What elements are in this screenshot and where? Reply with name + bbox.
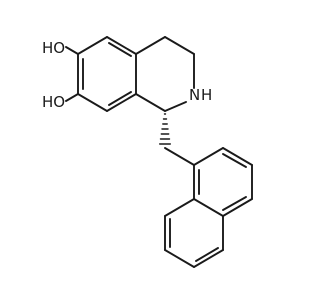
hydroxyl-label-bottom: HO bbox=[42, 93, 65, 111]
bond bbox=[77, 93, 108, 112]
bond bbox=[164, 198, 195, 217]
double-bond-inner bbox=[195, 247, 219, 262]
amine-h-label: H bbox=[201, 86, 212, 104]
bond bbox=[135, 93, 166, 112]
bond bbox=[164, 249, 195, 268]
hydroxyl-label-top: HO bbox=[42, 39, 65, 57]
bond bbox=[106, 36, 137, 55]
bond bbox=[193, 249, 224, 268]
naphthalene-ring-2 bbox=[164, 198, 224, 268]
amine-n-label: N bbox=[189, 86, 200, 104]
bond bbox=[193, 147, 224, 166]
structure-canvas: HO HO N H bbox=[42, 36, 253, 268]
benzene-ring-a bbox=[77, 36, 137, 112]
double-bond-inner bbox=[222, 153, 247, 168]
bond bbox=[106, 93, 137, 112]
bond bbox=[164, 101, 187, 112]
bond bbox=[222, 147, 253, 166]
double-bond-inner bbox=[108, 42, 132, 57]
bond bbox=[164, 36, 195, 55]
bond bbox=[193, 198, 224, 217]
hashed-wedge-bond bbox=[158, 113, 172, 145]
hydroxyl-bond-top bbox=[65, 46, 79, 55]
hydroxyl-bond-bottom bbox=[65, 93, 79, 102]
bond bbox=[135, 36, 166, 55]
methylene-bond bbox=[164, 147, 195, 166]
double-bond-inner bbox=[108, 91, 132, 106]
bond bbox=[77, 36, 108, 55]
tetrahydropyridine-ring bbox=[135, 36, 195, 112]
molecule-drawing: HO HO N H bbox=[42, 36, 253, 268]
naphthalene-ring-1 bbox=[193, 147, 253, 217]
double-bond-inner bbox=[222, 196, 247, 211]
bond bbox=[222, 198, 253, 217]
